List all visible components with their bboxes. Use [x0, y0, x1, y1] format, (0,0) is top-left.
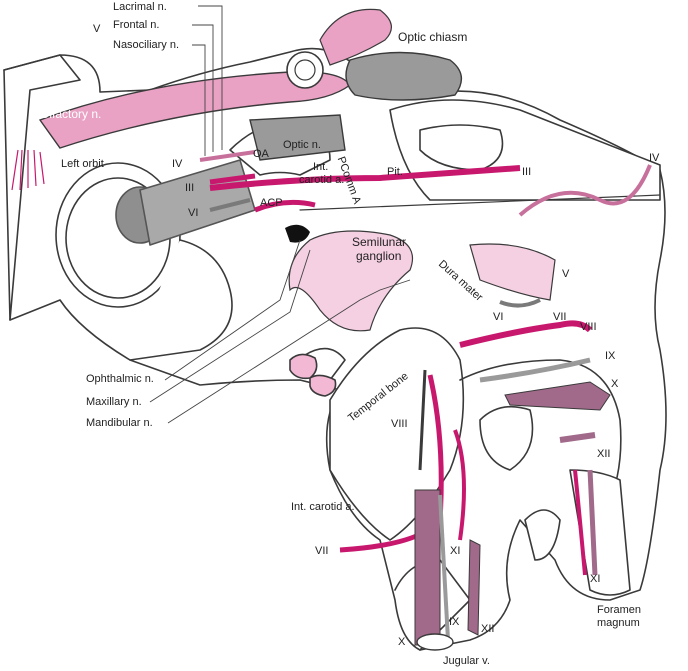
label-foramen-1: Foramen [597, 604, 642, 616]
label-lacrimal: Lacrimal n. [113, 1, 167, 13]
label-viii-right: VIII [580, 321, 597, 333]
label-xi-lower: XI [590, 573, 601, 585]
label-acp: ACP [260, 197, 283, 209]
label-iv-right: IV [649, 152, 660, 164]
int-carotid-lower-shape [414, 489, 441, 646]
leader-lines [149, 5, 411, 424]
label-int-carotid-lower: Int. carotid a. [291, 501, 355, 513]
nerve-xi [573, 469, 587, 576]
nerve-xii [559, 432, 596, 443]
label-nasociliary: Nasociliary n. [113, 39, 180, 51]
label-iii-right: III [522, 166, 532, 178]
label-optic-n: Optic n. [283, 139, 321, 151]
nerve-vi [209, 198, 251, 212]
nerve-viii-lower [418, 369, 427, 471]
optic-chiasm-shape [345, 51, 463, 101]
label-foramen-2: magnum [597, 617, 640, 629]
label-xi-mid: XI [450, 545, 461, 557]
label-xii-right: XII [597, 448, 611, 460]
label-olfactory: Olfactory n. [40, 107, 102, 121]
nerve-iii [209, 165, 521, 191]
frontal-plate [3, 54, 81, 321]
label-ix-lower: IX [449, 616, 460, 628]
label-viii-lower: VIII [391, 418, 408, 430]
label-vii-right: VII [553, 311, 567, 323]
label-x-lower: X [398, 636, 406, 648]
label-v-group: V [93, 23, 101, 35]
label-iv-orbit: IV [172, 158, 183, 170]
frontal-lobe-pink [319, 8, 392, 66]
nerve-iv [199, 150, 652, 217]
label-left-orbit: Left orbit [61, 158, 104, 170]
nerve-vii-viii-right [459, 320, 593, 348]
label-mandibular: Mandibular n. [86, 417, 153, 429]
nerve-x-fan [504, 381, 611, 411]
acp-shape [285, 224, 310, 243]
label-optic-chiasm: Optic chiasm [398, 30, 468, 44]
label-pit: Pit. [387, 166, 403, 178]
nerve-ix [479, 357, 591, 383]
label-ophthalmic: Ophthalmic n. [86, 373, 154, 385]
label-semilunar-2: ganglion [356, 249, 402, 263]
label-vi-orbit: VI [188, 207, 199, 219]
label-semilunar-1: Semilunar [352, 235, 407, 249]
label-x-right: X [611, 378, 619, 390]
trigeminal-v-right [469, 243, 556, 301]
label-int-carotid-top-1: Int. [313, 161, 329, 173]
label-int-carotid-top-2: carotid a. [299, 174, 345, 186]
label-maxillary: Maxillary n. [86, 396, 142, 408]
jugular-vein-shape [416, 633, 454, 651]
label-v-right: V [562, 268, 570, 280]
label-iii-orbit: III [185, 182, 195, 194]
label-vii-lower: VII [315, 545, 329, 557]
label-jugular: Jugular v. [443, 655, 490, 667]
label-xii-lower: XII [481, 623, 495, 635]
semilunar-ganglion-shape [288, 230, 414, 332]
label-ix-right: IX [605, 350, 616, 362]
optic-nerve-shape [249, 114, 346, 161]
label-frontal: Frontal n. [113, 19, 160, 31]
label-oa: OA [253, 148, 269, 160]
label-vi-right: VI [493, 311, 504, 323]
olfactory-rootlets [11, 149, 45, 191]
